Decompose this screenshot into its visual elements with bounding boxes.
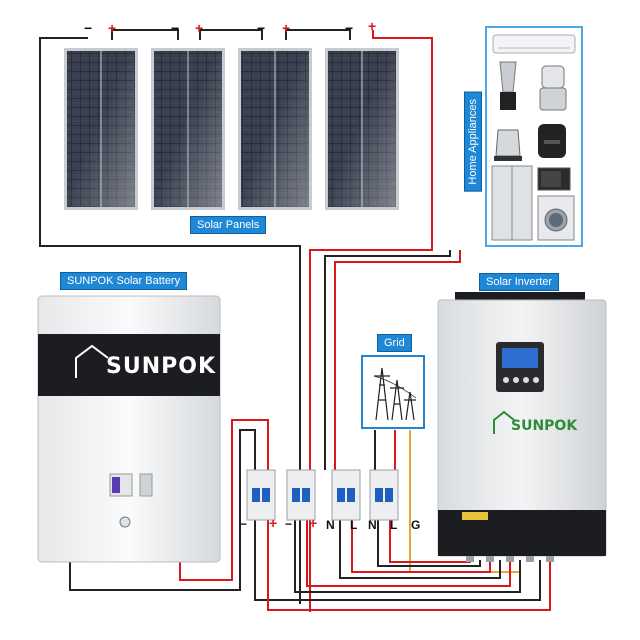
breaker-3-neutral: N: [326, 518, 335, 532]
panel-4-positive: +: [368, 18, 377, 34]
home-appliances-label: Home Appliances: [464, 92, 482, 192]
grid-box: [361, 355, 425, 429]
out-pv-neg: [294, 520, 521, 593]
solar-panels-label: Solar Panels: [190, 216, 267, 234]
breaker-1-positive: +: [269, 515, 278, 531]
inverter-terminals: [466, 556, 554, 562]
panel-1-positive: +: [108, 20, 117, 36]
panel-link-3: [285, 29, 351, 40]
solar-panel-4: [325, 48, 399, 210]
solar-panel-array: [64, 48, 399, 210]
home-appliances-panel: [485, 26, 583, 247]
grid-label: Grid: [377, 334, 412, 352]
pv-positive-wire: [309, 30, 433, 612]
inverter-logo-text: SUNPOK: [511, 418, 578, 434]
inverter-screen: [502, 348, 538, 368]
battery-logo-mark: [75, 344, 109, 378]
transmission-tower-icon: [373, 367, 417, 421]
solar-panel-2: [151, 48, 225, 210]
solar-battery: [37, 295, 221, 563]
out-ac-l: [351, 520, 491, 573]
out-batt-pos: [267, 520, 551, 611]
food-processor-icon: [539, 65, 567, 111]
blender-icon: [499, 61, 517, 110]
panel-3-positive: +: [282, 20, 291, 36]
washing-machine-icon: [537, 195, 575, 241]
pv-negative-wire: [39, 37, 301, 604]
panel-2-negative: −: [171, 20, 180, 36]
battery-negative-wire: [69, 429, 256, 591]
breaker-1-negative: −: [240, 517, 248, 531]
breaker-2-positive: +: [309, 515, 318, 531]
ac-output-red: [334, 250, 461, 470]
breaker-4-live: L: [390, 518, 398, 532]
solar-panel-1: [64, 48, 138, 210]
solar-inverter: [437, 292, 607, 562]
breaker-4-neutral: N: [368, 518, 377, 532]
out-grid-n: [377, 520, 481, 567]
battery-power-button: [119, 516, 131, 528]
battery-logo-text: SUNPOK: [106, 354, 216, 379]
breaker-grid: [369, 469, 399, 521]
kettle-icon: [494, 129, 522, 161]
wires: [39, 29, 551, 612]
panel-2-positive: +: [195, 20, 204, 36]
solar-panel-3: [238, 48, 312, 210]
out-ac-n: [339, 520, 501, 579]
out-batt-neg: [254, 520, 541, 601]
battery-label: SUNPOK Solar Battery: [60, 272, 188, 290]
breaker-2-negative: −: [285, 517, 293, 531]
panel-4-negative: −: [345, 20, 354, 36]
circuit-breakers: [246, 469, 399, 521]
inverter-logo-mark: [493, 410, 515, 434]
breaker-ac-output: [331, 469, 361, 521]
inverter-label: Solar Inverter: [479, 273, 560, 291]
breaker-pv: [286, 469, 316, 521]
ac-output-black: [324, 250, 451, 470]
refrigerator-icon: [491, 165, 533, 241]
breaker-battery: [246, 469, 276, 521]
breaker-3-live: L: [350, 518, 358, 532]
air-conditioner-icon: [492, 34, 576, 54]
air-fryer-icon: [538, 124, 566, 158]
battery-positive-wire: [179, 419, 269, 581]
panel-link-2: [199, 29, 263, 40]
out-pv-pos: [306, 520, 511, 587]
panel-3-negative: −: [257, 20, 266, 36]
breaker-4-ground: G: [411, 518, 421, 532]
panel-1-negative: −: [84, 20, 93, 36]
microwave-icon: [537, 167, 571, 191]
panel-link-1: [111, 29, 179, 40]
